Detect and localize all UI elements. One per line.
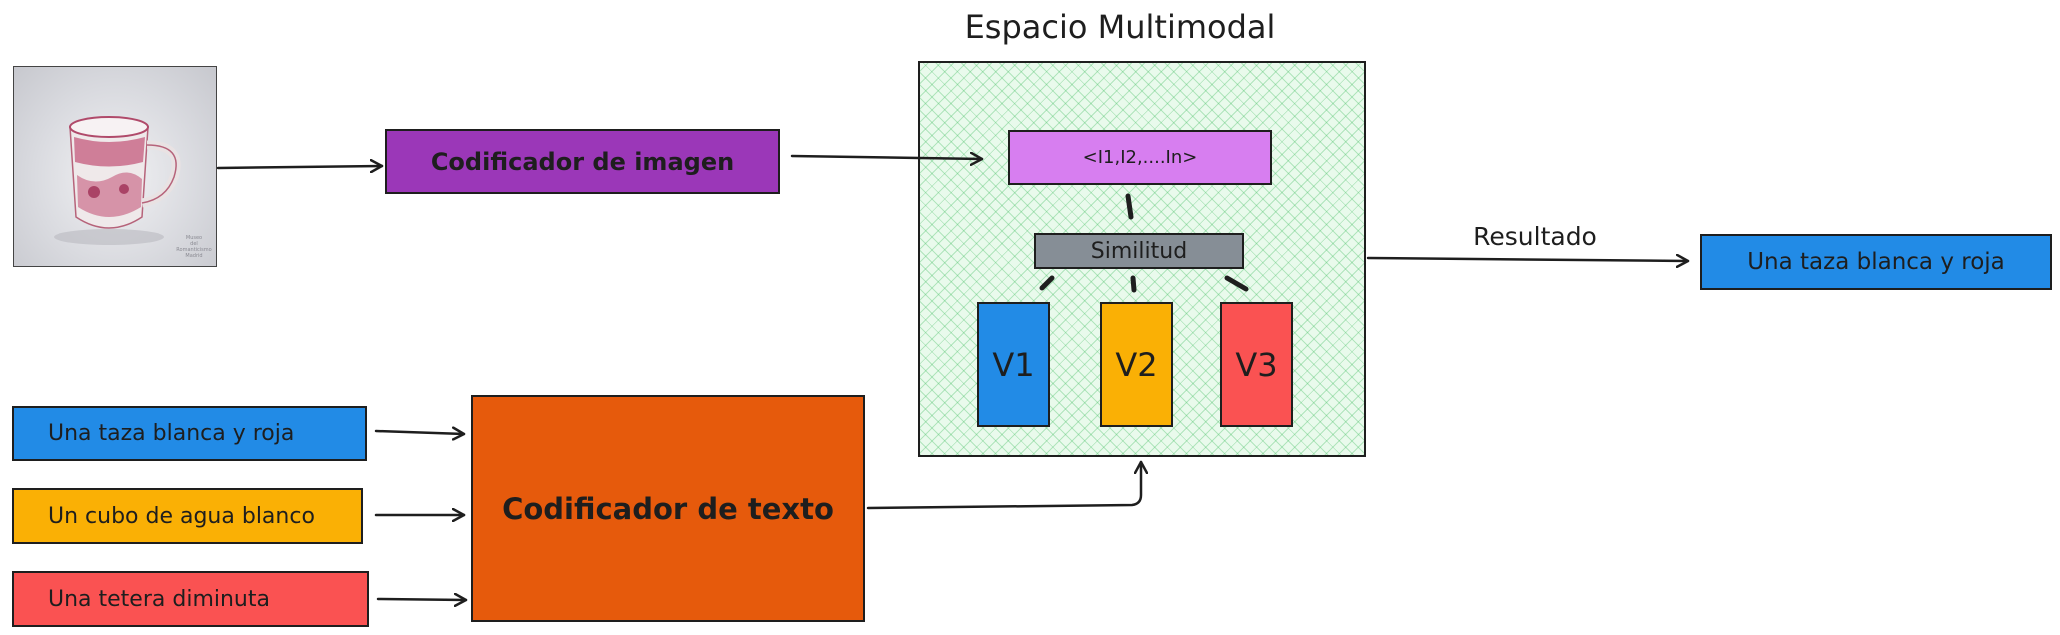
watermark-line: Museo [185,235,203,241]
link-vector-similarity [1125,193,1134,220]
photo-watermark: Museo del Romanticismo Madrid [174,235,214,259]
text-input-3: Una tetera diminuta [12,571,369,627]
space-title: Espacio Multimodal [964,8,1276,46]
vector-v2: V2 [1100,302,1173,427]
link-similarity-v3 [1224,275,1249,292]
result-label: Resultado [1473,222,1597,251]
text-encoder-box: Codificador de texto [471,395,865,622]
result-text: Una taza blanca y roja [1747,249,2005,275]
text-input-label: Un cubo de agua blanco [48,503,315,529]
image-vector-label: <I1,I2,....In> [1082,147,1198,168]
image-encoder-box: Codificador de imagen [385,129,780,194]
text-encoder-label: Codificador de texto [502,491,834,526]
watermark-line: Romanticismo [176,247,212,253]
arrow-photo-to-image-encoder [216,166,384,168]
link-similarity-v1 [1039,275,1055,291]
vector-label: V3 [1235,345,1278,384]
vector-label: V1 [992,345,1035,384]
image-encoder-label: Codificador de imagen [430,147,735,176]
vector-label: V2 [1115,345,1158,384]
arrow-space-to-result [1366,258,1690,261]
arrow-text-encoder-to-space [866,460,1141,510]
text-input-1: Una taza blanca y roja [12,406,367,461]
arrow-text1-to-encoder [374,431,466,434]
watermark-line: del [190,241,198,247]
arrow-image-encoder-to-vector [790,156,984,159]
similarity-label: Similitud [1090,238,1188,264]
arrow-text3-to-encoder [376,599,468,600]
image-vector-box: <I1,I2,....In> [1008,130,1272,185]
watermark-line: Madrid [185,253,203,259]
text-input-2: Un cubo de agua blanco [12,488,363,544]
vector-v1: V1 [977,302,1050,427]
result-box: Una taza blanca y roja [1700,234,2052,290]
vector-v3: V3 [1220,302,1293,427]
text-input-label: Una taza blanca y roja [48,421,295,446]
text-input-label: Una tetera diminuta [48,586,270,612]
link-similarity-v2 [1130,275,1137,293]
cup-photo: Museo del Romanticismo Madrid [13,66,217,267]
similarity-box: Similitud [1034,233,1244,269]
teacup-illustration [54,116,181,245]
